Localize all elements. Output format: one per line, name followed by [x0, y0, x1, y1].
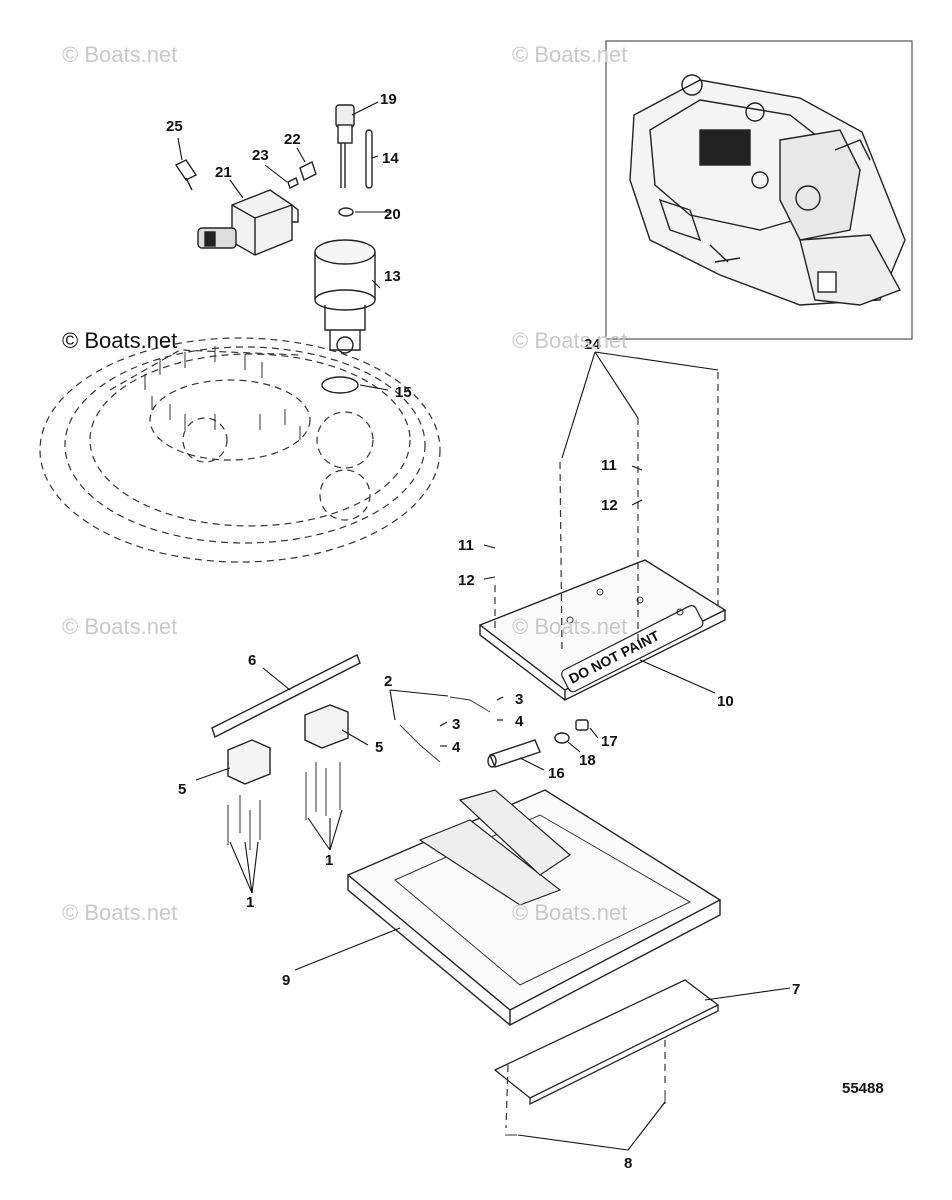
callout-15: 15: [395, 384, 412, 401]
callout-9: 9: [282, 972, 290, 989]
part-5-blocks: [227, 704, 349, 785]
part-16-pin: [487, 739, 541, 768]
callout-16: 16: [548, 765, 565, 782]
part-6-tube: [211, 654, 361, 738]
callout-21: 21: [215, 164, 232, 181]
part-9-frame: [346, 789, 722, 1027]
part-7-plate: [493, 979, 720, 1106]
callout-24: 24: [584, 336, 601, 353]
callout-25: 25: [166, 118, 183, 135]
callout-10: 10: [717, 693, 734, 710]
part-2-cables: [399, 696, 491, 763]
watermark: © Boats.net: [512, 328, 628, 353]
bell-housing-reference: [39, 337, 441, 563]
callout-13: 13: [384, 268, 401, 285]
callout-4b: 4: [452, 739, 461, 756]
part-21-valve-block: [197, 189, 299, 256]
callout-11b: 11: [601, 457, 617, 474]
watermark: © Boats.net: [62, 328, 178, 353]
watermark: © Boats.net: [62, 42, 178, 67]
callout-14: 14: [382, 150, 399, 167]
part-13-pump: [314, 239, 376, 354]
part-15-o-ring: [321, 376, 359, 394]
alignment-lines: [494, 372, 719, 1129]
callout-6: 6: [248, 652, 256, 669]
watermark: © Boats.net: [62, 614, 178, 639]
part-17-18-plug-washer: [554, 719, 589, 744]
callout-18: 18: [579, 752, 596, 769]
part-19-sensor: [335, 104, 355, 188]
watermark: © Boats.net: [512, 614, 628, 639]
callout-1b: 1: [325, 852, 333, 869]
callout-3b: 3: [452, 716, 460, 733]
callout-4a: 4: [515, 713, 524, 730]
callout-12b: 12: [601, 497, 618, 514]
part-25-fitting: [174, 159, 198, 191]
figure-number: 55488: [842, 1080, 884, 1097]
callout-17: 17: [601, 733, 618, 750]
callout-1a: 1: [246, 894, 254, 911]
leader-lines: [177, 101, 791, 1151]
part-22-23-fittings: [287, 161, 317, 189]
callout-12a: 12: [458, 572, 475, 589]
watermark: © Boats.net: [62, 900, 178, 925]
callout-19: 19: [380, 91, 397, 108]
part-1-bolts: [227, 762, 341, 850]
callout-8: 8: [624, 1155, 632, 1172]
watermark: © Boats.net: [512, 900, 628, 925]
callout-5a: 5: [375, 739, 383, 756]
callout-5b: 5: [178, 781, 186, 798]
callout-22: 22: [284, 131, 301, 148]
callout-labels: 1 1 2 3 3 4 4 5 5 6 7 8 9 10 11 11 12 12…: [166, 91, 800, 1172]
watermark: © Boats.net: [512, 42, 628, 67]
callout-20: 20: [384, 206, 401, 223]
callout-11a: 11: [458, 537, 474, 554]
part-14-rod: [365, 129, 373, 189]
part-20-washer: [338, 207, 354, 217]
transmission-inset: [605, 40, 913, 340]
callout-3a: 3: [515, 691, 523, 708]
part-8-screws: [505, 1090, 666, 1136]
callout-7: 7: [792, 981, 800, 998]
callout-2: 2: [384, 673, 392, 690]
callout-23: 23: [252, 147, 269, 164]
